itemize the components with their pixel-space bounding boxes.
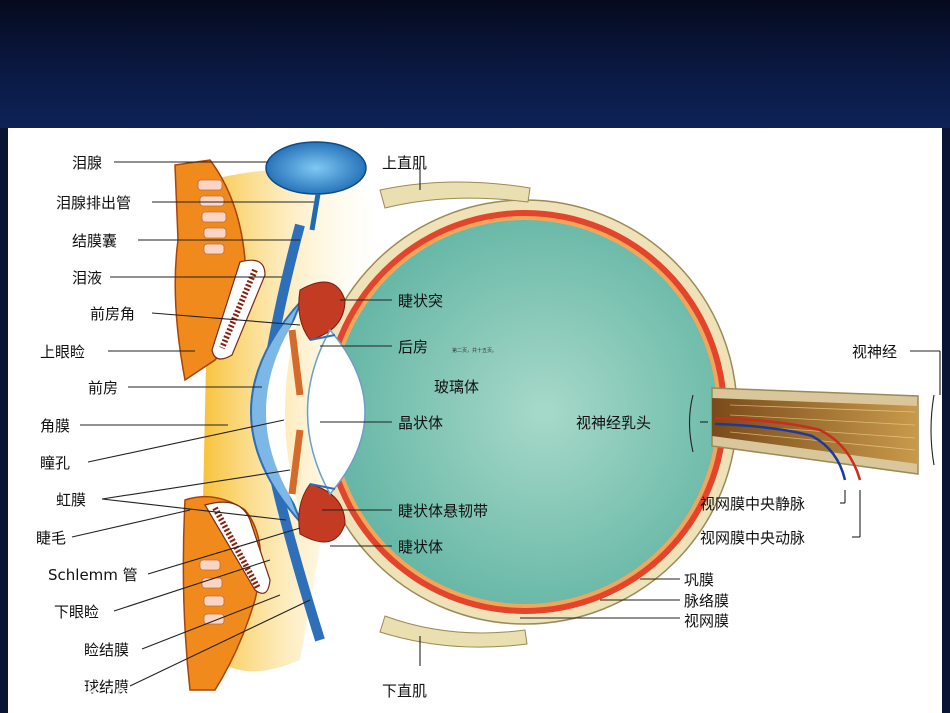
ciliary-body-lower: [298, 483, 346, 543]
central-vein: [714, 422, 847, 481]
label-upper-eyelid: 上眼睑: [40, 343, 85, 361]
label-optic-nerve: 视神经: [852, 343, 897, 361]
lower-eyelid-tarsal-plates: [199, 559, 225, 625]
label-ciliary-process: 睫状突: [398, 292, 443, 310]
anterior-chamber: [266, 312, 300, 512]
label-pupil: 瞳孔: [40, 454, 70, 472]
label-central-retinal-vein: 视网膜中央静脉: [700, 495, 805, 513]
upper-meibomian-gland: [211, 259, 266, 360]
label-lower-eyelid: 下眼睑: [54, 603, 99, 621]
iris-upper: [288, 329, 304, 396]
label-lacrimal-duct: 泪腺排出管: [56, 194, 131, 212]
superior-rectus: [379, 181, 531, 209]
upper-eyelid-tarsal-plates: [197, 179, 227, 255]
vitreous-body: [333, 220, 717, 604]
inferior-rectus: [379, 615, 528, 648]
label-sclera: 巩膜: [684, 571, 714, 589]
label-lacrimal-gland: 泪腺: [72, 154, 102, 172]
lens: [306, 328, 366, 496]
label-central-retinal-artery: 视网膜中央动脉: [700, 529, 805, 547]
label-schlemm-canal: Schlemm 管: [48, 566, 138, 584]
title-banner: [0, 0, 950, 128]
label-lens: 晶状体: [398, 414, 443, 432]
ciliary-body-upper: [298, 281, 346, 341]
optic-disc-brace: [688, 394, 694, 453]
label-posterior-chamber: 后房: [398, 338, 428, 356]
watermark: 昵图网 nipic.com/: [10, 682, 147, 700]
label-ciliary-body: 睫状体: [398, 538, 443, 556]
label-iris: 虹膜: [56, 491, 86, 509]
iris-lower: [288, 429, 304, 495]
lacrimal-duct: [309, 193, 321, 231]
label-vitreous-body: 玻璃体: [434, 378, 479, 396]
label-palpebral-conjunctiva: 睑结膜: [84, 641, 129, 659]
label-eyelashes: 睫毛: [36, 529, 66, 547]
label-choroid: 脉络膜: [684, 592, 729, 610]
label-cornea: 角膜: [40, 417, 70, 435]
label-tears: 泪液: [72, 269, 102, 287]
lacrimal-gland: [265, 141, 367, 195]
label-zonule: 睫状体悬韧带: [398, 502, 488, 520]
optic-nerve-brace: [930, 394, 935, 466]
right-leader-lines: [320, 163, 941, 666]
label-superior-rectus: 上直肌: [382, 154, 427, 172]
lower-gland-duct: [212, 506, 261, 590]
label-anterior-chamber: 前房: [88, 379, 118, 397]
label-anterior-chamber-angle: 前房角: [90, 305, 135, 323]
left-leader-lines: [71, 161, 314, 687]
label-optic-disc: 视神经乳头: [576, 414, 651, 432]
label-conjunctival-sac: 结膜囊: [72, 232, 117, 250]
label-bulbar-conjunctiva: 球结膜: [84, 678, 129, 696]
label-retina: 视网膜: [684, 612, 729, 630]
zonular-fibers: [309, 334, 336, 490]
slide-footnote: 第二页，共十五页。: [452, 347, 497, 354]
central-artery: [714, 416, 862, 481]
label-inferior-rectus: 下直肌: [382, 682, 427, 700]
